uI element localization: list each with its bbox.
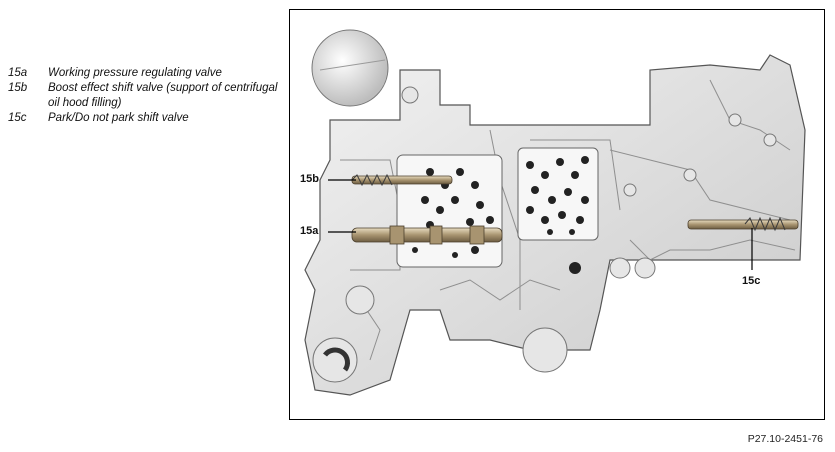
left-plate-holes	[412, 168, 494, 258]
callout-15a: 15a	[300, 225, 319, 237]
valve-15c	[687, 216, 799, 232]
callout-15c: 15c	[742, 275, 761, 287]
legend-item-15b: 15b Boost effect shift valve (support of…	[8, 81, 278, 111]
legend-key: 15b	[8, 82, 28, 94]
legend-key: 15c	[8, 112, 27, 124]
accumulator-disc	[311, 29, 389, 107]
valve-body-figure: 15b 15a 15c	[289, 9, 825, 420]
legend-item-15c: 15c Park/Do not park shift valve	[8, 111, 278, 126]
valve-15a	[351, 225, 503, 245]
legend-list: 15a Working pressure regulating valve 15…	[8, 66, 278, 126]
oil-channels	[340, 79, 796, 361]
legend-text: Park/Do not park shift valve	[48, 112, 189, 124]
casting-bosses	[312, 86, 777, 383]
center-plate-holes	[526, 156, 589, 235]
figure-reference-number: P27.10-2451-76	[747, 433, 823, 445]
legend-text: Boost effect shift valve (support of cen…	[48, 82, 278, 109]
valve-15b	[351, 173, 453, 187]
legend-key: 15a	[8, 67, 28, 79]
valve-body-illustration	[304, 29, 806, 396]
callout-15b: 15b	[300, 173, 319, 185]
legend-text: Working pressure regulating valve	[48, 67, 222, 79]
legend-item-15a: 15a Working pressure regulating valve	[8, 66, 278, 81]
